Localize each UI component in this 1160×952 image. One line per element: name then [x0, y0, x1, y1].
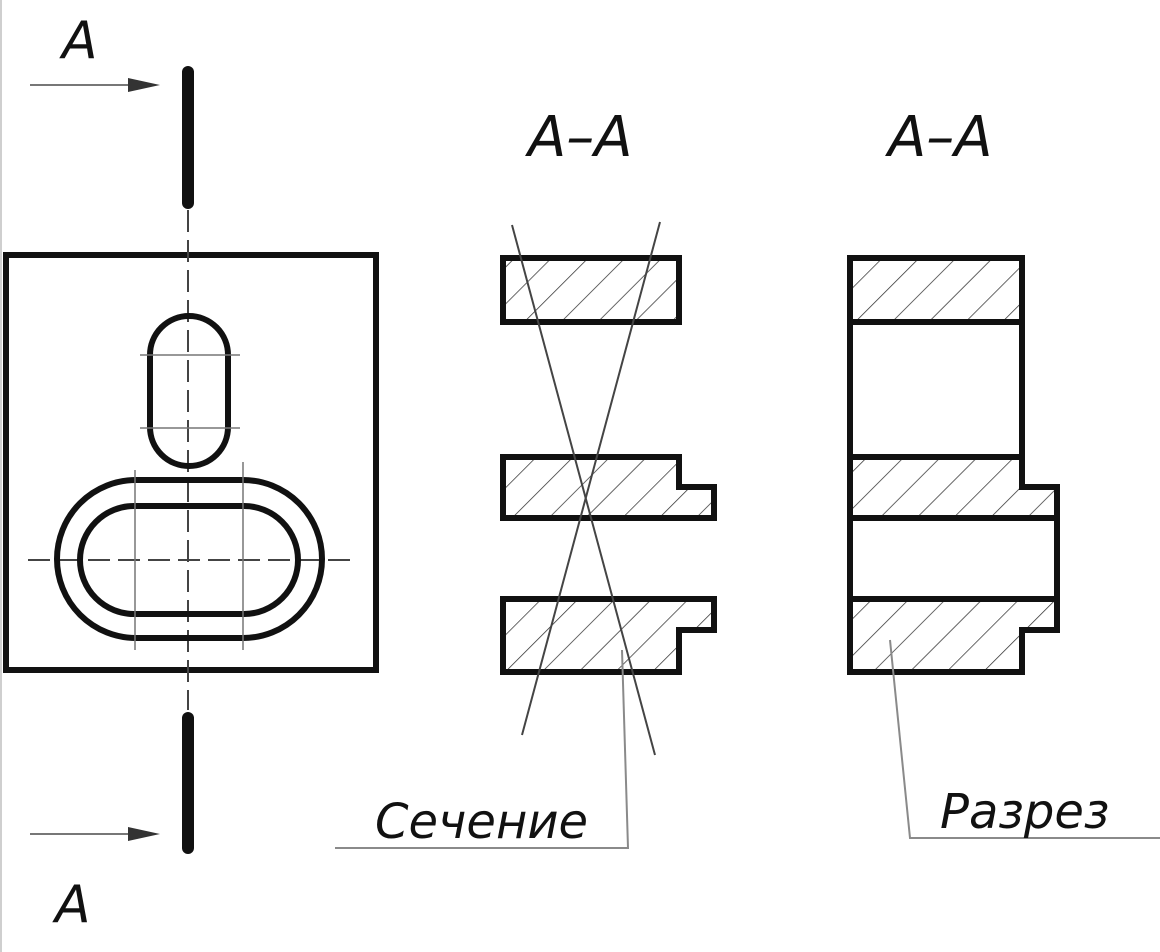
view-arrow-top	[30, 78, 160, 92]
section-slab-bottom	[500, 596, 717, 675]
section-leader-line	[335, 649, 630, 849]
section-slab-top	[500, 255, 682, 325]
cut-leader-line	[889, 639, 1160, 839]
cut-view: A–A Разрез	[847, 105, 1160, 840]
oval-hole-inner	[77, 503, 301, 617]
section-caption: Сечение	[375, 794, 588, 850]
view-arrow-bottom	[30, 827, 160, 841]
vertical-slot	[147, 313, 231, 469]
cut-view-title: A–A	[885, 105, 993, 170]
part-outline	[3, 252, 379, 673]
cut-label-top: A	[59, 11, 98, 71]
cut-view-caption: Разрез	[940, 784, 1109, 840]
cut-hatch-middle	[850, 457, 1057, 518]
section-cross-line-2	[521, 221, 661, 736]
front-view: A A	[3, 11, 379, 935]
cut-hatch-top	[850, 258, 1022, 322]
section-slab-middle	[500, 454, 717, 521]
section-view: A–A Сечение	[335, 105, 717, 850]
cut-outline	[847, 255, 1060, 675]
oval-recess-outer	[54, 477, 325, 641]
cut-label-bottom: A	[52, 875, 91, 935]
section-title: A–A	[525, 105, 633, 170]
cut-hatch-bottom	[850, 599, 1057, 672]
section-cross-line-1	[511, 224, 656, 756]
